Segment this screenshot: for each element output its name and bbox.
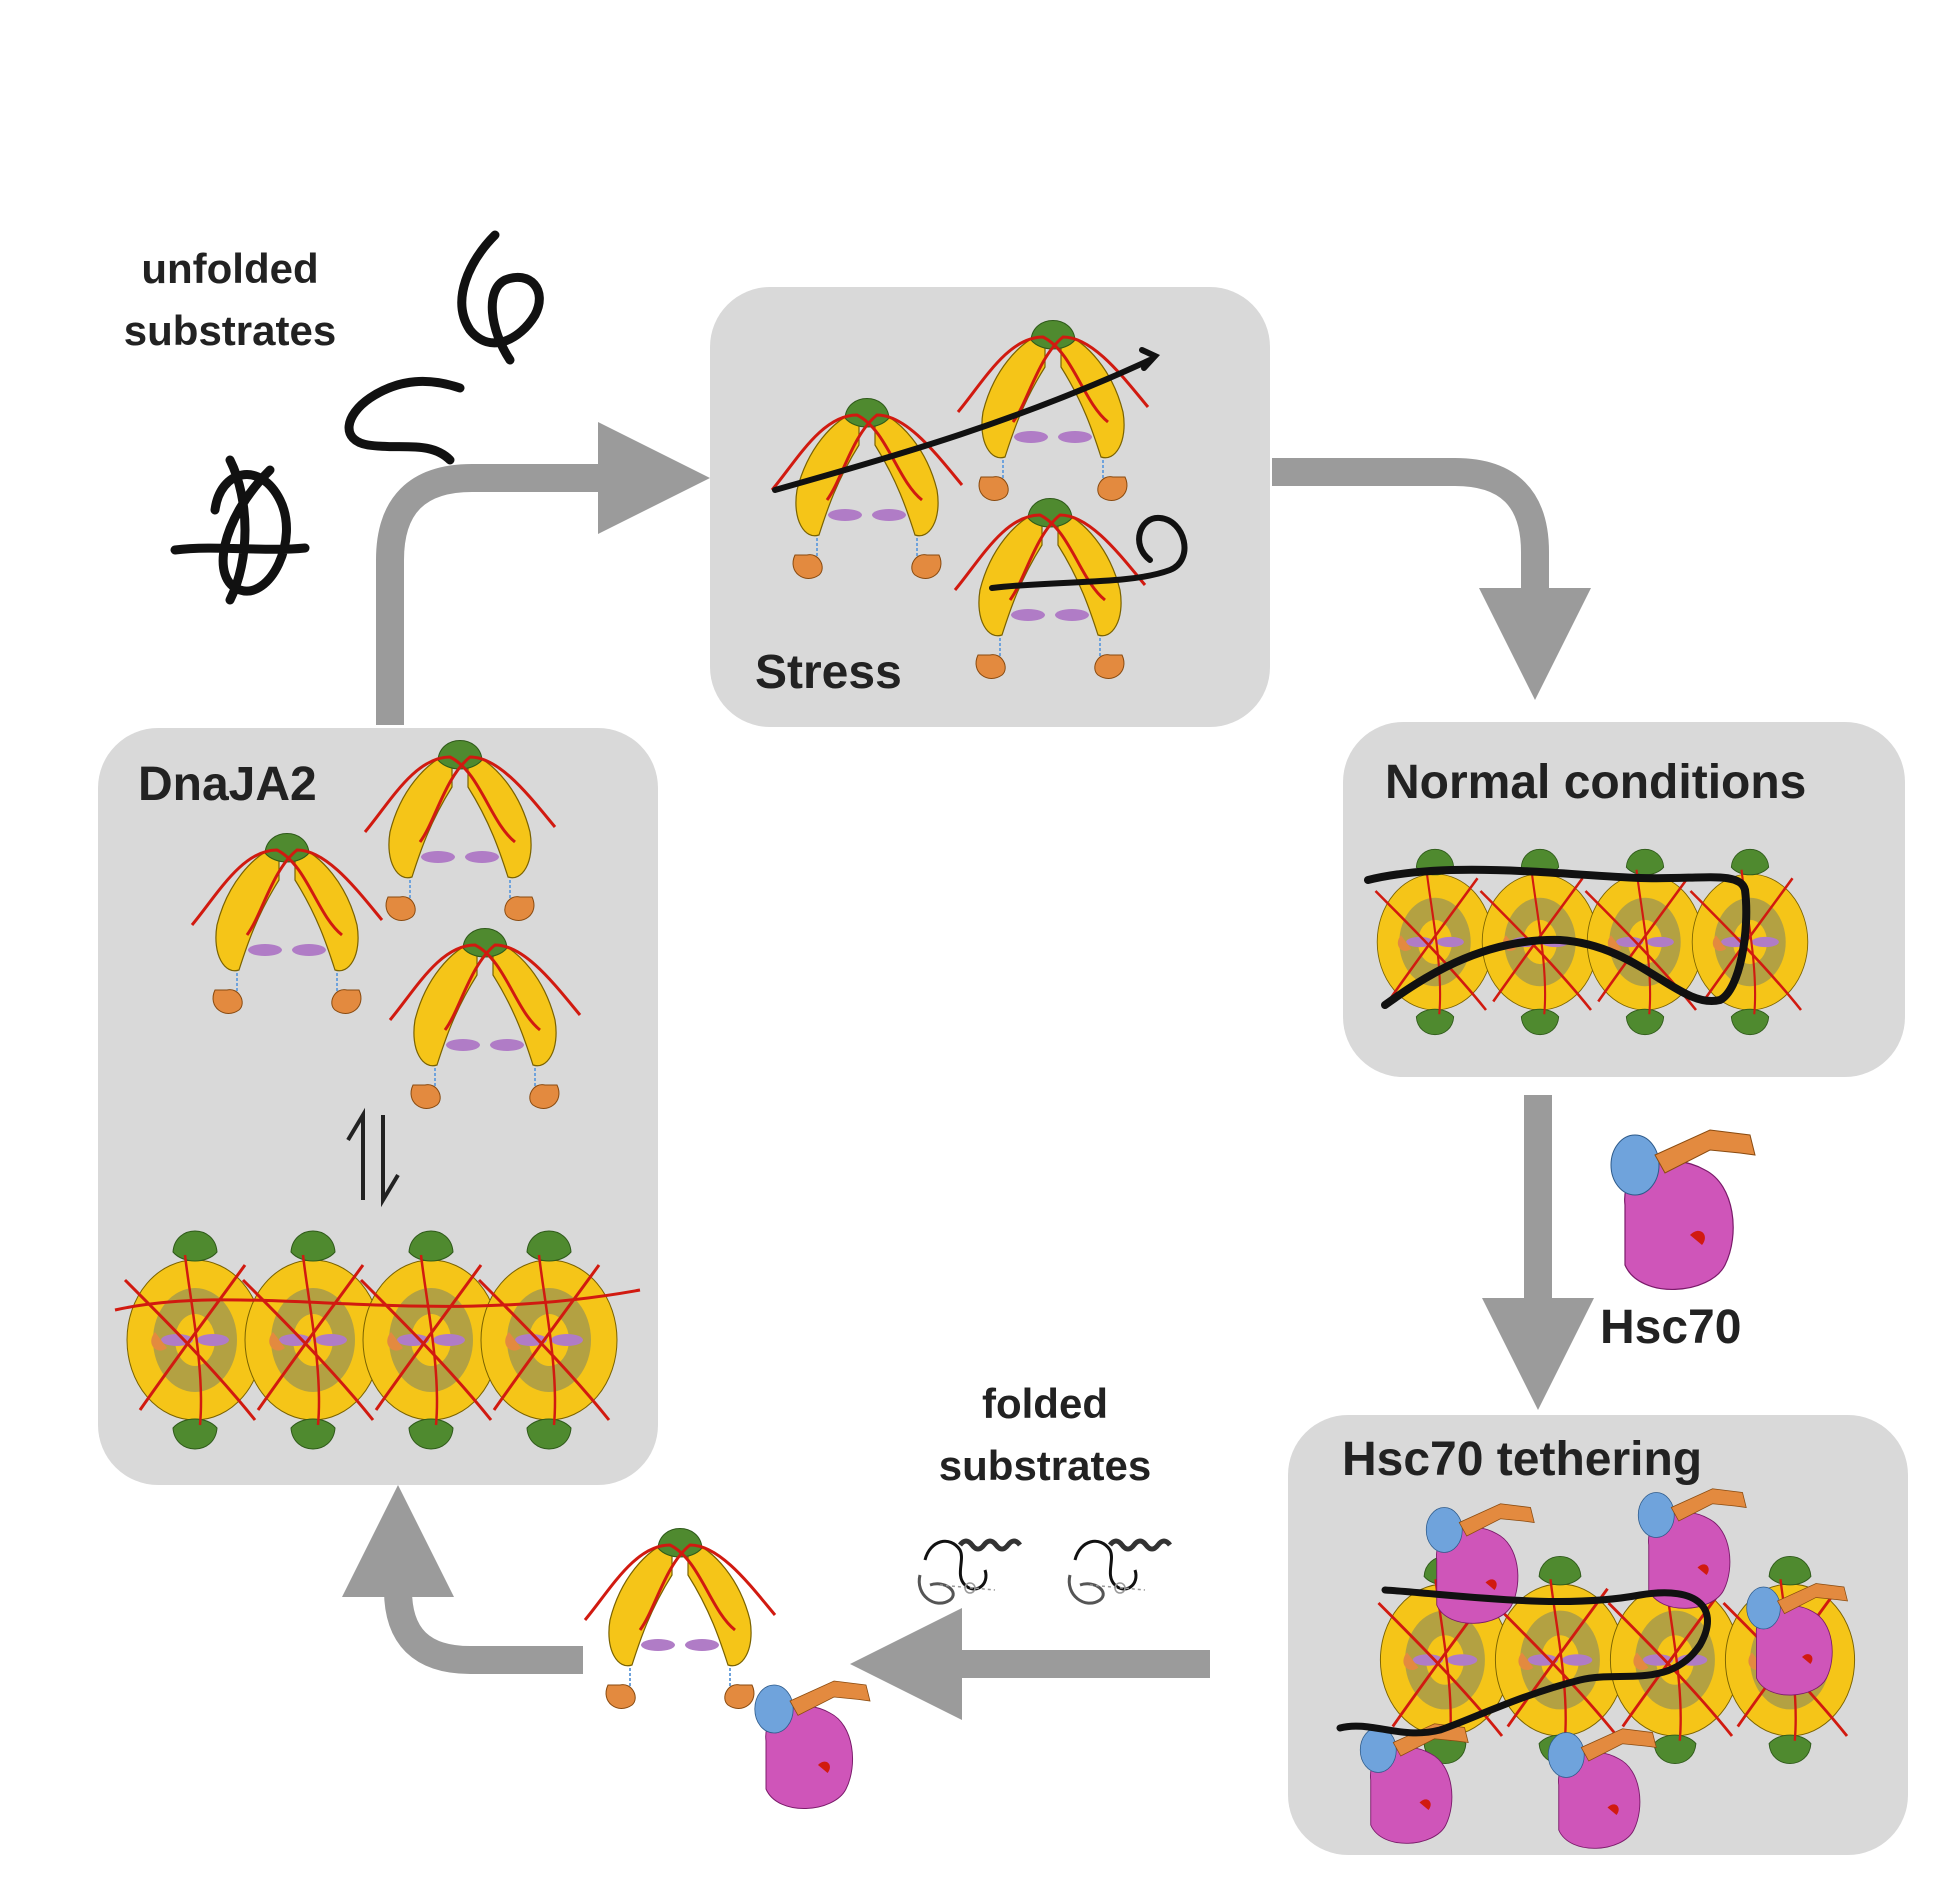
folded-substrates-label-line2: substrates xyxy=(939,1442,1151,1489)
unfolded-substrate-icon xyxy=(170,230,544,605)
stress-label: Stress xyxy=(755,646,902,699)
hsc70-tethering-label: Hsc70 tethering xyxy=(1342,1433,1702,1486)
dnaja2-label: DnaJA2 xyxy=(138,758,317,811)
normal-bound-substrate xyxy=(1364,865,1751,1009)
released-complex xyxy=(583,1527,871,1810)
normal-conditions-label: Normal conditions xyxy=(1385,756,1806,809)
hsc70-label: Hsc70 xyxy=(1600,1301,1741,1354)
cycle-arrows xyxy=(342,422,1594,1720)
panel-stress xyxy=(710,287,1270,727)
arrow-stress-to-normal xyxy=(1272,458,1591,700)
arrow-dnaja2-to-stress xyxy=(376,422,710,725)
hsc70-protein-icon xyxy=(1610,1129,1756,1291)
unfolded-substrates-label-line1: unfolded xyxy=(141,245,318,292)
stress-bound-substrates xyxy=(772,347,1188,591)
tethering-bound-substrate xyxy=(1336,1586,1711,1737)
unfolded-substrates-label-line2: substrates xyxy=(124,307,336,354)
dnaja2-oligomer xyxy=(114,1229,641,1451)
folded-substrates-label-line1: folded xyxy=(982,1380,1108,1427)
arrow-release-to-dnaja2 xyxy=(342,1485,583,1674)
folded-substrate-icon xyxy=(919,1541,1170,1603)
equilibrium-arrows-icon xyxy=(346,1107,400,1208)
